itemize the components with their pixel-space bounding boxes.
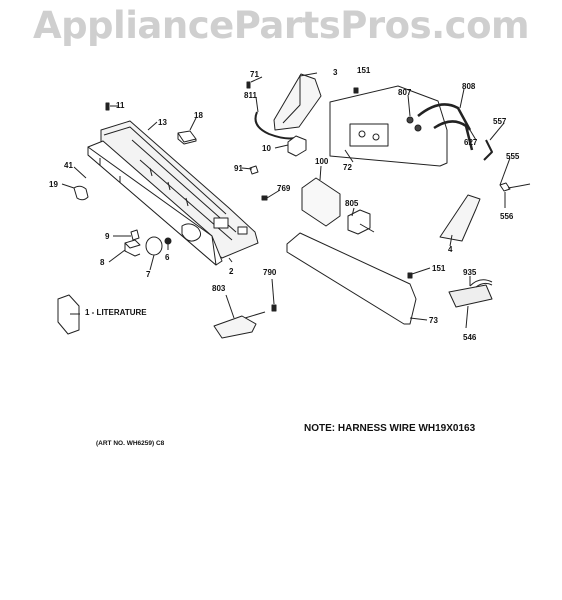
hose-811: [254, 111, 296, 140]
callout-100: 100: [315, 157, 329, 166]
harness-wire-note: NOTE: HARNESS WIRE WH19X0163: [304, 423, 476, 434]
callout-790: 790: [263, 268, 277, 277]
part-557: [483, 139, 493, 161]
literature-label: 1 - LITERATURE: [85, 308, 147, 317]
callout-805: 805: [345, 199, 359, 208]
callout-151-top: 151: [357, 66, 371, 75]
part-6: [164, 237, 172, 245]
callout-555: 555: [506, 152, 520, 161]
callout-18: 18: [194, 111, 203, 120]
callout-71: 71: [250, 70, 259, 79]
art-number: (ART NO. WH6259) C8: [96, 440, 165, 447]
callout-803: 803: [212, 284, 226, 293]
callout-11: 11: [116, 101, 125, 110]
part-803-rod: [244, 311, 266, 319]
callout-151-bottom: 151: [432, 264, 446, 273]
part-769: [261, 195, 268, 201]
callout-13: 13: [158, 118, 167, 127]
bracket-3: [273, 73, 322, 131]
callout-546: 546: [463, 333, 477, 342]
callout-8: 8: [100, 258, 105, 267]
part-8: [124, 239, 141, 257]
callout-41: 41: [64, 161, 73, 170]
callout-557: 557: [493, 117, 507, 126]
bracket-73: [286, 232, 417, 325]
callout-4: 4: [448, 245, 453, 254]
callout-2: 2: [229, 267, 234, 276]
callout-807: 807: [398, 88, 412, 97]
literature-1: [57, 294, 80, 335]
part-555: [499, 182, 531, 192]
site-watermark: AppliancePartsPros.com: [32, 4, 530, 47]
callout-808: 808: [462, 82, 476, 91]
callout-6: 6: [165, 253, 170, 262]
callout-19: 19: [49, 180, 58, 189]
harness-935: [448, 279, 493, 308]
timer-10: [287, 135, 307, 157]
switch-100: [301, 177, 341, 227]
callout-811: 811: [244, 91, 257, 100]
hose-808a: [417, 103, 472, 131]
callout-10: 10: [262, 144, 271, 153]
callout-769: 769: [277, 184, 291, 193]
callout-556: 556: [500, 212, 514, 221]
screw-71: [246, 81, 251, 89]
callout-3: 3: [333, 68, 338, 77]
callout-935: 935: [463, 268, 477, 277]
console-front-2: [87, 140, 223, 266]
callout-73: 73: [429, 316, 438, 325]
screw-151a: [353, 87, 359, 94]
screw-151b: [407, 272, 413, 279]
part-91: [249, 165, 259, 175]
knob-7: [145, 236, 163, 256]
callout-9: 9: [105, 232, 110, 241]
part-790: [271, 304, 277, 312]
hose-808b: [433, 120, 474, 151]
control-panel-13: [100, 120, 259, 259]
callout-627: 627: [464, 138, 478, 147]
part-18: [177, 130, 197, 145]
dispenser-803: [213, 315, 257, 339]
callout-7: 7: [146, 270, 151, 279]
valve-805: [347, 209, 375, 235]
bracket-4: [439, 194, 481, 242]
knob-19: [73, 185, 89, 201]
callout-91: 91: [234, 164, 243, 173]
screw-11: [105, 102, 110, 111]
callout-72: 72: [343, 163, 352, 172]
part-9: [130, 229, 140, 241]
backsplash-72: [329, 85, 448, 167]
